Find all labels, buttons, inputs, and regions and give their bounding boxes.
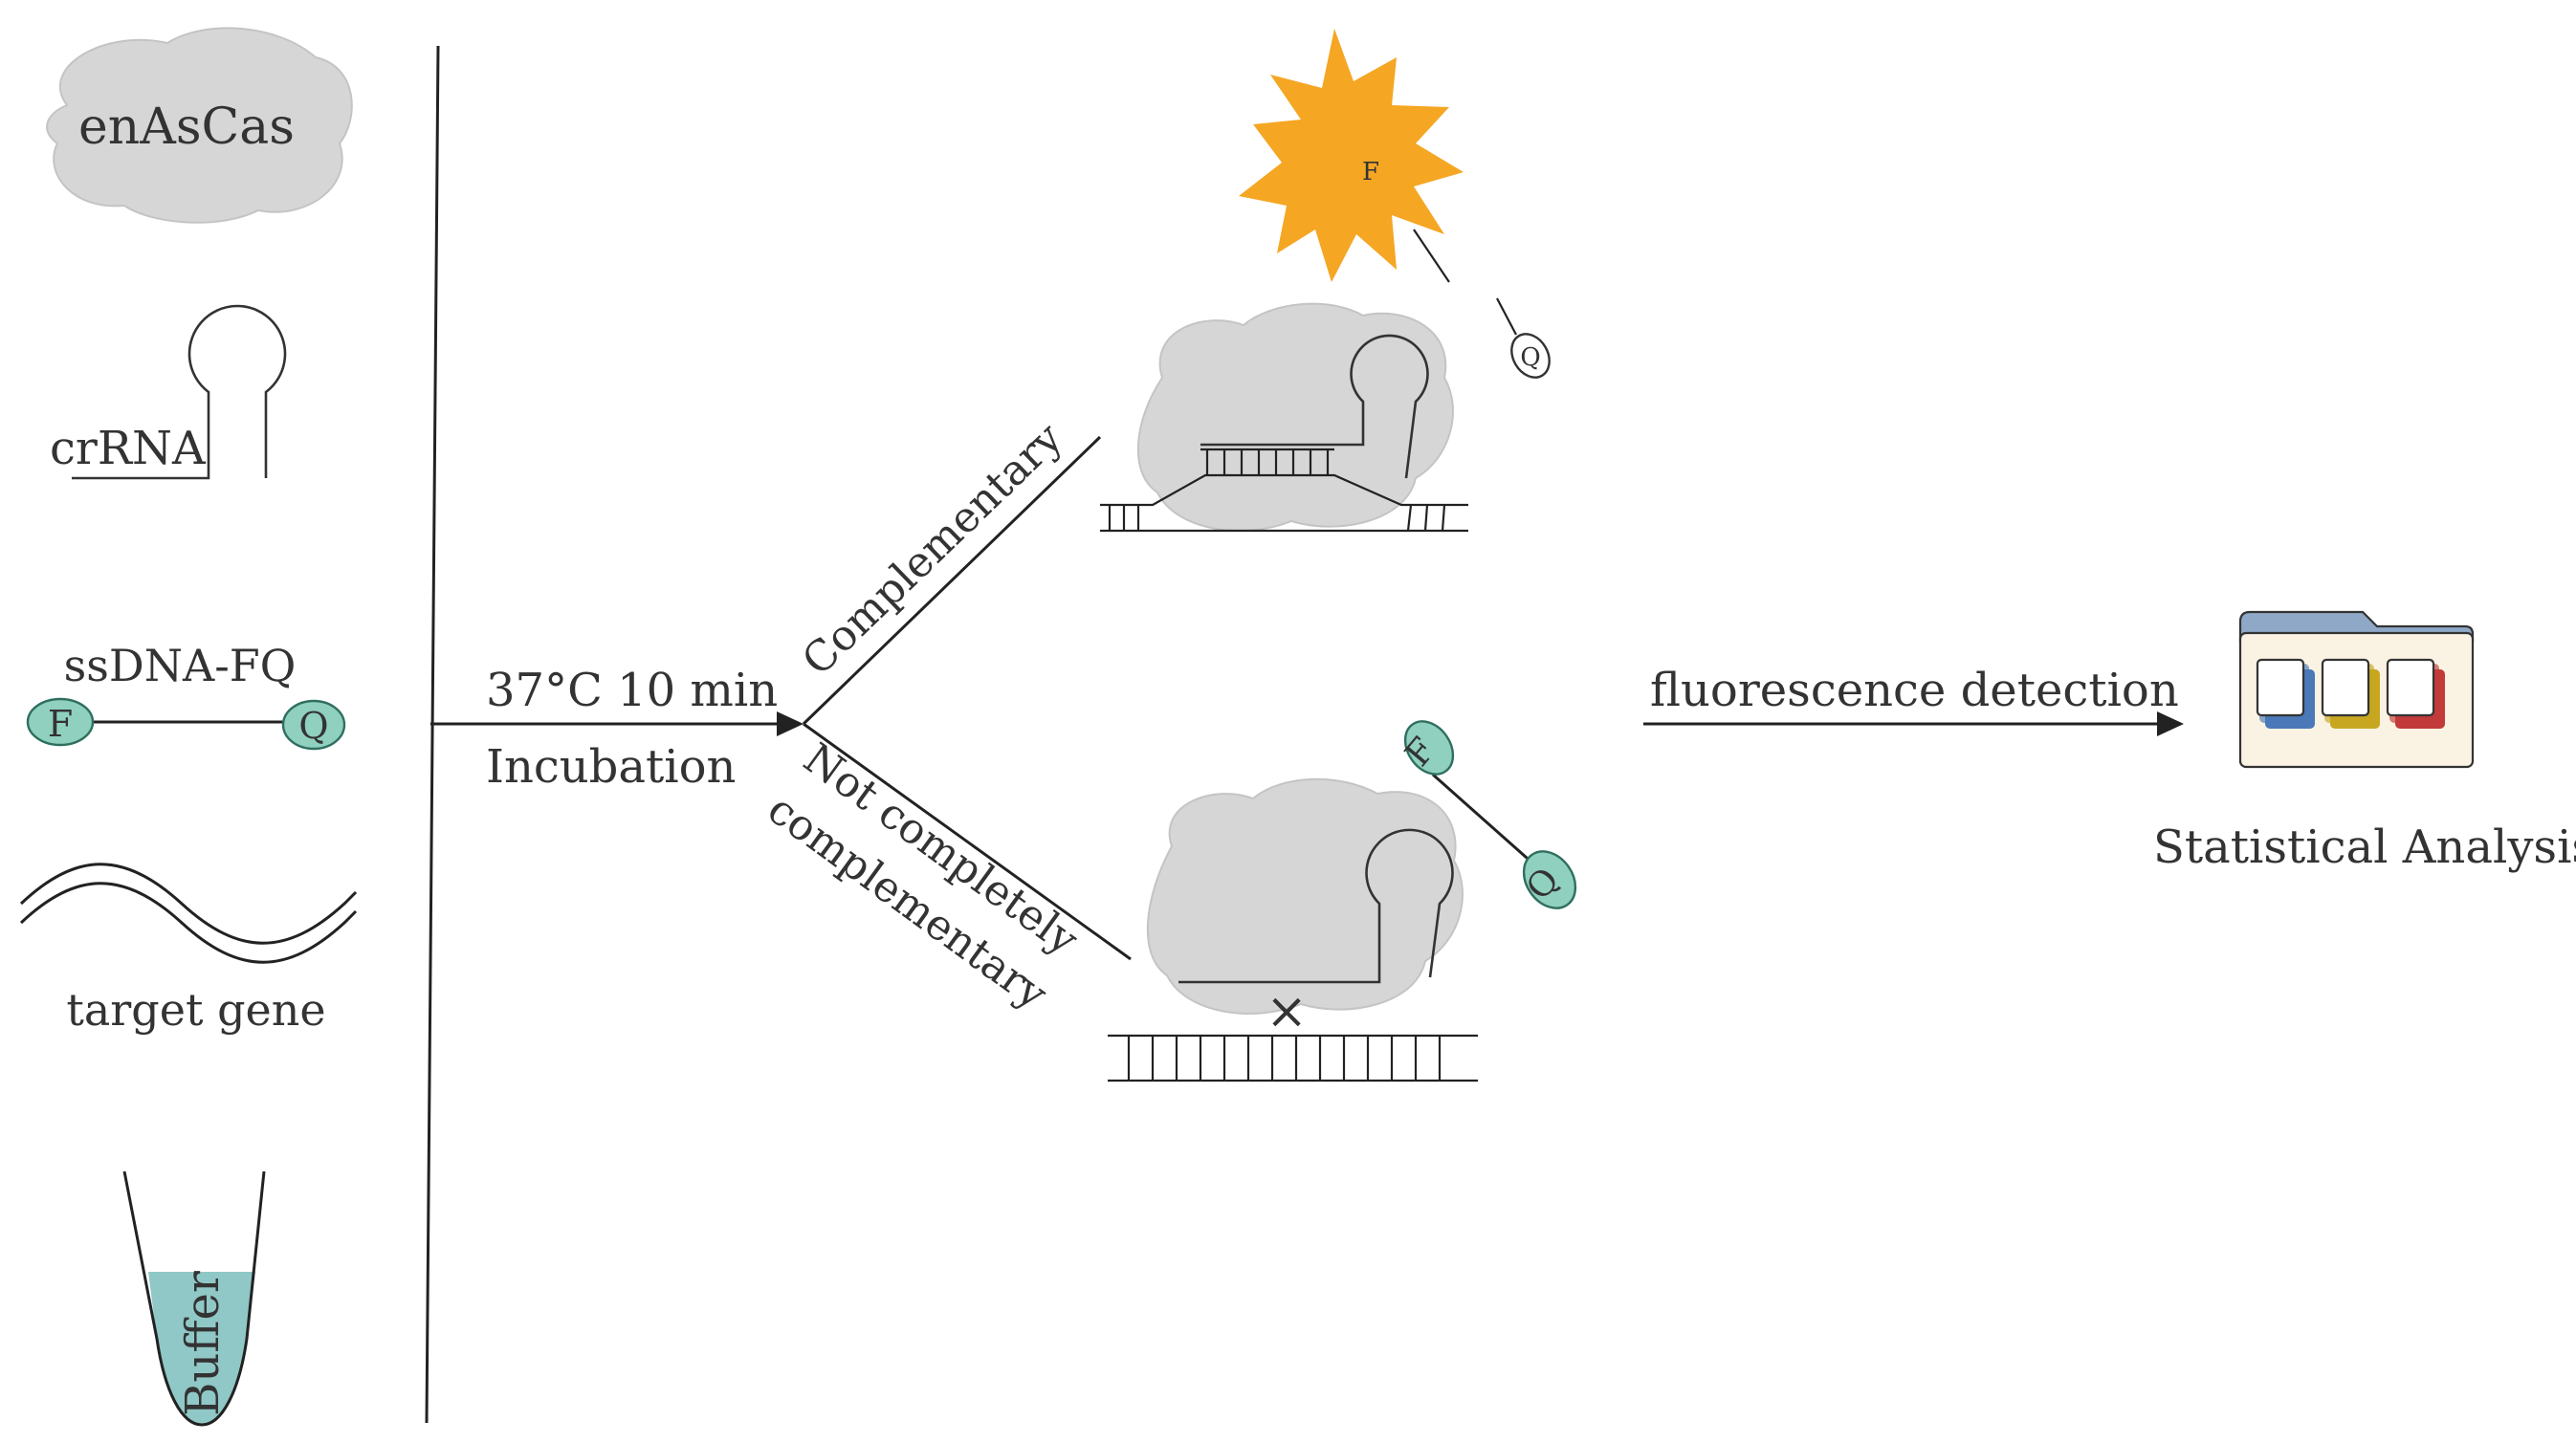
buffer-tube-icon [122,1170,266,1427]
detached-quencher-label: Q [1520,343,1540,372]
intact-reporter-strand [1432,773,1536,867]
inactive-complex-blob-icon [1146,777,1464,1015]
fluorescent-burst-icon [1239,29,1464,282]
incubation-arrowhead-icon [777,711,804,736]
statistical-analysis-label: Statistical Analysis [2153,820,2576,874]
cleaved-strand-fluorophore [1413,229,1450,283]
mismatch-outcome: F Q × [1108,720,1577,1082]
detection-arrowhead-icon [2157,711,2184,736]
buffer-liquid [148,1272,255,1425]
mismatch-branch-line [803,722,1132,961]
incubation-condition: 37°C 10 min [486,664,778,717]
burst-fluorophore-label: F [1362,158,1379,186]
flank-rungs [1108,504,1446,532]
red-data-card-icon [2386,658,2445,729]
incubation-step: 37°C 10 min Incubation [430,664,804,794]
enascas-label: enAsCas [78,98,295,156]
fluorescence-detection-label: fluorescence detection [1650,664,2179,717]
statistical-analysis-icon [2238,610,2475,769]
mismatch-marker: × [1266,983,1308,1040]
mismatch-label: Not completely complementary [759,734,1087,1019]
intact-fluorophore-icon [1403,720,1455,776]
detached-quencher-icon [1510,333,1551,379]
ssdna-fq-label: ssDNA-FQ [64,640,297,691]
enascas-blob-icon [46,27,353,224]
target-duplex-rungs [1127,1036,1442,1081]
cleaved-strand-quencher [1496,297,1517,336]
buffer-label: Buffer [176,1271,230,1416]
blue-data-card-icon [2256,658,2315,729]
complementary-label: Complementary [793,413,1072,685]
target-gene-component: target gene [19,863,358,1036]
buffer-tube-component: Buffer [122,1170,266,1427]
crrna-component: crRNA [50,304,287,480]
enascas-component: enAsCas [46,27,353,224]
crrna-label: crRNA [50,422,207,475]
fluorophore-icon [26,697,95,747]
unbound-crrna-icon [1178,828,1454,984]
target-gene-wave-icon [19,863,358,945]
intact-quencher-icon [1522,850,1577,909]
column-divider [425,45,440,1424]
target-gene-label: target gene [66,984,325,1036]
fluorescence-detection-step: fluorescence detection [1643,664,2184,736]
quencher-label: Q [298,705,328,747]
incubation-label: Incubation [486,740,736,794]
complementary-outcome: F Q [1100,29,1551,533]
active-complex-blob-icon [1136,302,1454,532]
yellow-data-card-icon [2321,658,2380,729]
fluorophore-label: F [48,703,73,745]
unwound-target-strand [1100,473,1468,507]
quencher-icon [281,699,346,751]
heteroduplex-rungs [1200,448,1334,475]
bound-crrna-icon [1200,334,1429,479]
target-gene-wave-strand [19,882,358,964]
ssdna-fq-component: ssDNA-FQ F Q [26,640,346,751]
complementary-branch-line [802,435,1102,726]
crrna-hairpin-icon [72,304,287,480]
